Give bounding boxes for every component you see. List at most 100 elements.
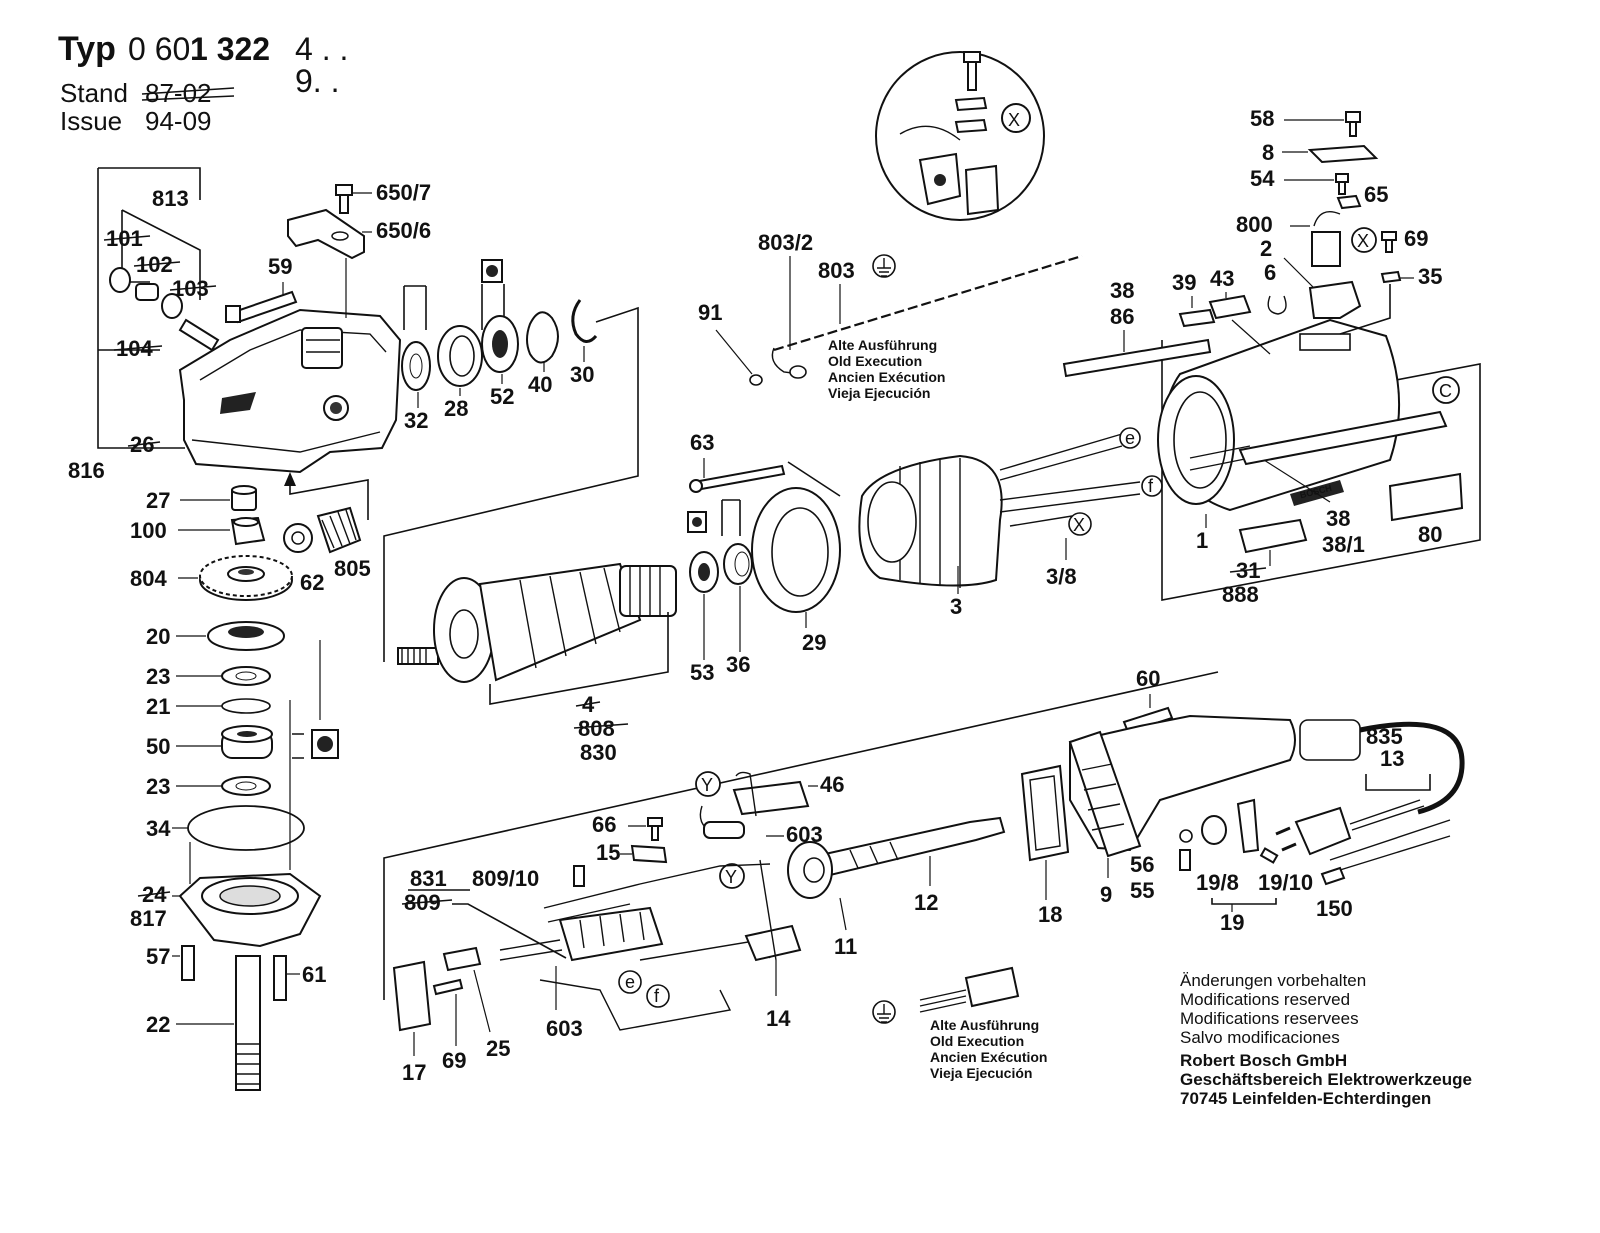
footer-company-3: 70745 Leinfelden-Echterdingen <box>1180 1089 1431 1108</box>
label-28: 28 <box>444 396 468 421</box>
label-40: 40 <box>528 372 552 397</box>
marker-x-2 <box>1068 512 1092 536</box>
part-80-plate <box>1388 472 1464 522</box>
label-805: 805 <box>334 556 371 581</box>
label-804: 804 <box>130 566 167 591</box>
footer-notes: Änderungen vorbehalten Modifications res… <box>1180 971 1472 1108</box>
issue-value: 94-09 <box>145 106 212 136</box>
footer-line-2: Modifications reserved <box>1180 990 1350 1009</box>
part-26-gear-housing <box>178 308 402 474</box>
label-53: 53 <box>690 660 714 685</box>
label-650-7: 650/7 <box>376 180 431 205</box>
part-19-8-ring <box>1201 815 1227 845</box>
marker-f-2-label: f <box>654 986 660 1006</box>
marker-y-1 <box>695 771 721 797</box>
label-34: 34 <box>146 816 171 841</box>
label-21: 21 <box>146 694 170 719</box>
label-58: 58 <box>1250 106 1274 131</box>
footer-line-1: Änderungen vorbehalten <box>1180 971 1366 990</box>
label-23a: 23 <box>146 664 170 689</box>
frame-c <box>1161 340 1481 601</box>
part-69a-screw <box>1381 231 1397 241</box>
typ-suffix-1: 4 . . <box>295 31 348 67</box>
part-8-cover <box>1307 144 1379 164</box>
label-6: 6 <box>1264 260 1276 285</box>
label-52: 52 <box>490 384 514 409</box>
label-35: 35 <box>1418 264 1442 289</box>
label-86: 86 <box>1110 304 1134 329</box>
marker-x-3 <box>1351 227 1377 253</box>
part-150-sleeve <box>1320 866 1346 886</box>
bracket-bearings-rotor <box>383 306 639 662</box>
part-63-screw <box>692 464 786 492</box>
part-39-plate <box>1178 308 1216 328</box>
part-19-10-pin <box>1259 847 1279 864</box>
marker-e-2-label: e <box>625 972 635 992</box>
label-835: 835 <box>1366 724 1403 749</box>
part-armature-core <box>478 562 642 682</box>
label-29: 29 <box>802 630 826 655</box>
stator-group: 3 e f X 3/8 <box>858 427 1163 619</box>
part-21-ring <box>221 698 271 714</box>
label-17: 17 <box>402 1060 426 1085</box>
motor-housing-group: C 1 38 86 39 43 BOSCH 38 38/1 80 3 <box>1062 266 1481 607</box>
label-12: 12 <box>914 890 938 915</box>
label-30: 30 <box>570 362 594 387</box>
old-execution-note-2: Alte Ausführung Old Execution Ancien Exé… <box>930 1017 1047 1081</box>
label-9: 9 <box>1100 882 1112 907</box>
stand-label: Stand <box>60 78 128 108</box>
label-100: 100 <box>130 518 167 543</box>
part-800-brush <box>1311 231 1341 267</box>
part-old-terminal <box>964 966 1020 1008</box>
old-exec-1-line2: Old Execution <box>828 353 922 369</box>
label-56: 56 <box>1130 852 1154 877</box>
label-69a: 69 <box>1404 226 1428 251</box>
label-813: 813 <box>152 186 189 211</box>
label-59: 59 <box>268 254 292 279</box>
marker-e-1 <box>1119 427 1141 449</box>
part-6-spring <box>1267 295 1287 315</box>
part-66-screw <box>647 817 663 827</box>
marker-f-2 <box>646 984 670 1008</box>
label-15: 15 <box>596 840 620 865</box>
marker-f-1-label: f <box>1148 476 1154 496</box>
label-60: 60 <box>1136 666 1160 691</box>
label-3: 3 <box>950 594 962 619</box>
old-execution-note-1: Alte Ausführung Old Execution Ancien Exé… <box>828 337 945 401</box>
inset-detail-x: X <box>875 51 1045 221</box>
label-1: 1 <box>1196 528 1208 553</box>
label-830: 830 <box>580 740 617 765</box>
old-exec-1-line1: Alte Ausführung <box>828 337 937 353</box>
part-15-clamp <box>630 844 668 864</box>
footer-line-3: Modifications reservees <box>1180 1009 1359 1028</box>
label-25: 25 <box>486 1036 510 1061</box>
part-103-sleeve <box>161 293 183 319</box>
part-38-strip <box>1062 338 1212 378</box>
label-603a: 603 <box>786 822 823 847</box>
marker-x-1 <box>1001 103 1031 133</box>
part-104-pin <box>178 318 220 352</box>
stand-strike <box>141 87 235 95</box>
label-816: 816 <box>68 458 105 483</box>
label-14: 14 <box>766 1006 791 1031</box>
screw-63-group: 63 <box>689 430 841 497</box>
label-888: 888 <box>1222 582 1259 607</box>
gear-head-group: 813 101 102 103 104 26 816 59 650/7 650/… <box>68 167 431 1091</box>
marker-y-2 <box>719 863 745 889</box>
part-bosch-plate <box>1290 480 1344 506</box>
label-57: 57 <box>146 944 170 969</box>
label-50: 50 <box>146 734 170 759</box>
footer-company-2: Geschäftsbereich Elektrowerkzeuge <box>1180 1070 1472 1089</box>
label-66: 66 <box>592 812 616 837</box>
part-25-clip <box>442 946 482 972</box>
label-32: 32 <box>404 408 428 433</box>
old-exec-1-line4: Vieja Ejecución <box>828 385 930 401</box>
part-65-clip <box>1336 194 1362 210</box>
part-40-wave-washer <box>526 311 559 364</box>
old-exec-2-line4: Vieja Ejecución <box>930 1065 1032 1081</box>
part-69b-screw <box>432 978 464 996</box>
part-650-7-shank <box>339 194 349 214</box>
marker-e-1-label: e <box>1125 428 1135 448</box>
marker-c <box>1432 376 1460 404</box>
label-39: 39 <box>1172 270 1196 295</box>
